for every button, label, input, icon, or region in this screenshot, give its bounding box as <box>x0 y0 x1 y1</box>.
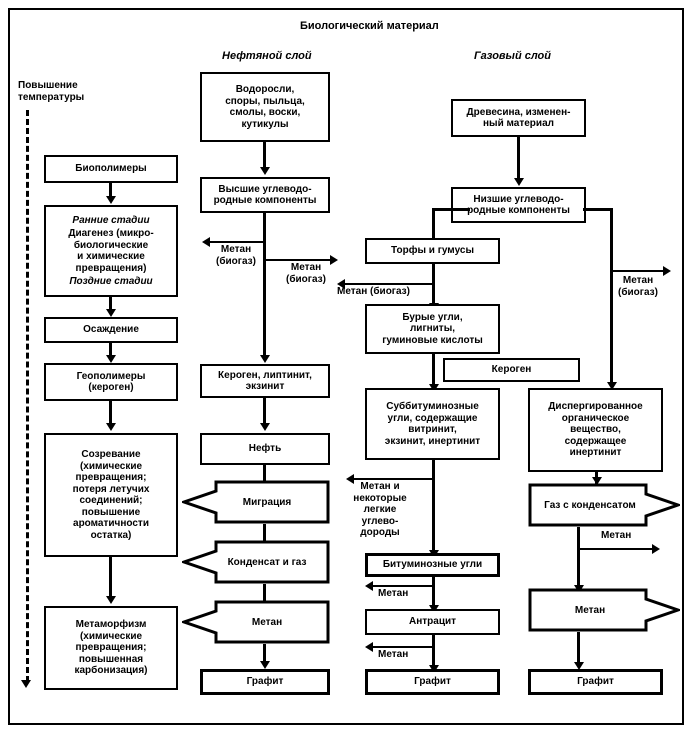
arrowhead-methane-graphite-coal <box>365 642 373 652</box>
connector-brown-coal-subbituminous <box>432 354 435 388</box>
arrowhead-methane-side <box>652 544 660 554</box>
connector-geopolymers-maturation <box>109 401 112 426</box>
box-oil: Нефть <box>200 433 330 465</box>
connector-peat-brown-coal <box>432 264 435 306</box>
diagenesis-body-label: Диагенез (микро- биологические и химичес… <box>68 228 154 274</box>
arrowhead-methane-biogas-left <box>202 237 210 247</box>
arrowhead-methane-light-hc <box>346 474 354 484</box>
connector-lowerhc-branch-right <box>583 208 613 211</box>
label-methane-biogas-right: Метан (биогаз) <box>286 262 326 285</box>
arrowhead-methane-biogas-peat <box>337 279 345 289</box>
arrowhead-sedimentation-geopolymers <box>105 355 116 363</box>
header-gas-layer: Газовый слой <box>474 50 551 62</box>
box-graphite-oil: Графит <box>200 669 330 695</box>
arrowhead-source-higher-hc <box>259 167 270 175</box>
box-algae-spores-source: Водоросли, споры, пыльца, смолы, воски, … <box>200 72 330 142</box>
arrowbox-condensate-gas: Конденсат и газ <box>182 540 330 584</box>
connector-source-higher-hc <box>263 142 266 170</box>
box-sedimentation: Осаждение <box>44 317 178 343</box>
connector-maturation-metamorphism <box>109 557 112 599</box>
box-geopolymers: Геополимеры (кероген) <box>44 363 178 401</box>
box-kerogen-link: Кероген <box>443 358 580 382</box>
diagenesis-early-label: Ранние стадии <box>72 214 150 226</box>
connector-diagenesis-sedimentation <box>109 297 112 312</box>
header-oil-layer: Нефтяной слой <box>222 50 312 62</box>
box-biopolymers: Биополимеры <box>44 155 178 183</box>
box-maturation: Созревание (химические превращения; поте… <box>44 433 178 557</box>
box-lower-hydrocarbons: Низшие углеводо- родные компоненты <box>451 187 586 223</box>
box-bituminous-coal: Битуминозные угли <box>365 553 500 577</box>
connector-anthracite-graphite <box>432 635 435 669</box>
label-methane-biogas-left: Метан (биогаз) <box>216 244 256 267</box>
temperature-axis-line <box>26 110 29 682</box>
diagenesis-late-label: Поздние стадии <box>69 276 153 287</box>
box-dispersed-organic-matter: Диспергированное органическое вещество, … <box>528 388 663 472</box>
label-methane-light-hc: Метан и некоторые легкие углево- дороды <box>353 481 407 538</box>
diagram-outer-frame <box>8 8 684 725</box>
connector-methane-light-hc <box>353 478 433 480</box>
box-diagenesis: Ранние стадии Диагенез (микро- биологиче… <box>44 205 178 297</box>
connector-lowerhc-to-peat <box>432 208 435 246</box>
arrowhead-biopolymers-diagenesis <box>105 196 116 204</box>
connector-methane-biogas-far <box>610 270 666 272</box>
box-kerogen-liptinite: Кероген, липтинит, экзинит <box>200 364 330 398</box>
label-methane-biogas-far: Метан (биогаз) <box>618 275 658 298</box>
box-metamorphism: Метаморфизм (химические превращения; пов… <box>44 606 178 690</box>
connector-oil-migration <box>263 465 266 487</box>
box-higher-hydrocarbons: Высшие углеводо- родные компоненты <box>200 177 330 213</box>
connector-condensate-methane <box>263 584 266 606</box>
connector-biopolymers-diagenesis <box>109 183 112 199</box>
connector-methane-anthracite <box>372 585 434 587</box>
arrowhead-diagenesis-sedimentation <box>105 309 116 317</box>
connector-methane-graphite-oil <box>263 644 266 666</box>
arrowbox-gas-condensate: Газ с конденсатом <box>528 483 680 527</box>
arrowhead-methane-biogas-far <box>663 266 671 276</box>
box-peat-humus: Торфы и гумусы <box>365 238 500 264</box>
label-methane-side: Метан <box>601 530 632 541</box>
connector-methane-graphite-coal <box>372 646 434 648</box>
arrowbox-methane-gas: Метан <box>528 588 680 632</box>
arrowhead-wood-lower-hc <box>513 178 524 186</box>
connector-migration-condensate <box>263 524 266 546</box>
arrowhead-kerogen-oil <box>259 423 270 431</box>
temperature-axis-arrowhead <box>21 680 31 688</box>
connector-gascondensate-methane <box>577 527 580 589</box>
connector-wood-lower-hc <box>517 137 520 181</box>
label-methane-graphite-coal: Метан <box>378 649 409 660</box>
connector-bituminous-anthracite <box>432 577 435 609</box>
box-subbituminous-coal: Суббитуминозные угли, содержащие витрини… <box>365 388 500 460</box>
arrowhead-geopolymers-maturation <box>105 423 116 431</box>
label-methane-biogas-peat: Метан (биогаз) <box>337 286 410 297</box>
temperature-axis-label: Повышение температуры <box>18 80 85 103</box>
connector-sedimentation-geopolymers <box>109 343 112 360</box>
arrowhead-lowerhc-to-dispersed <box>606 382 617 390</box>
label-methane-anthracite: Метан <box>378 588 409 599</box>
box-graphite-gas: Графит <box>528 669 663 695</box>
arrowbox-methane-oil: Метан <box>182 600 330 644</box>
connector-methane-biogas-left <box>209 241 265 243</box>
box-anthracite: Антрацит <box>365 609 500 635</box>
arrowhead-maturation-metamorphism <box>105 596 116 604</box>
connector-kerogen-oil <box>263 398 266 426</box>
arrowhead-methane-biogas-right <box>330 255 338 265</box>
arrowhead-methane-anthracite <box>365 581 373 591</box>
arrowbox-migration: Миграция <box>182 480 330 524</box>
arrowhead-methane-graphite-gas <box>573 662 584 670</box>
connector-higher-hc-kerogen <box>263 213 266 360</box>
box-wood-altered-material: Древесина, изменен- ный материал <box>451 99 586 137</box>
box-graphite-coal: Графит <box>365 669 500 695</box>
connector-methane-side <box>577 548 655 550</box>
connector-methane-graphite-gas <box>577 632 580 666</box>
arrowhead-higher-hc-kerogen <box>259 355 270 363</box>
box-brown-coal-lignite: Бурые угли, лигниты, гуминовые кислоты <box>365 304 500 354</box>
connector-methane-biogas-right <box>263 259 333 261</box>
page-title: Биологический материал <box>300 20 439 32</box>
connector-lowerhc-to-dispersed <box>610 208 613 386</box>
arrowhead-methane-graphite-oil <box>259 661 270 669</box>
connector-lowerhc-branch-left <box>432 208 470 211</box>
connector-subbituminous-bituminous <box>432 460 435 554</box>
arrowhead-dispersed-gascondensate <box>591 477 602 485</box>
connector-methane-biogas-peat <box>344 283 434 285</box>
